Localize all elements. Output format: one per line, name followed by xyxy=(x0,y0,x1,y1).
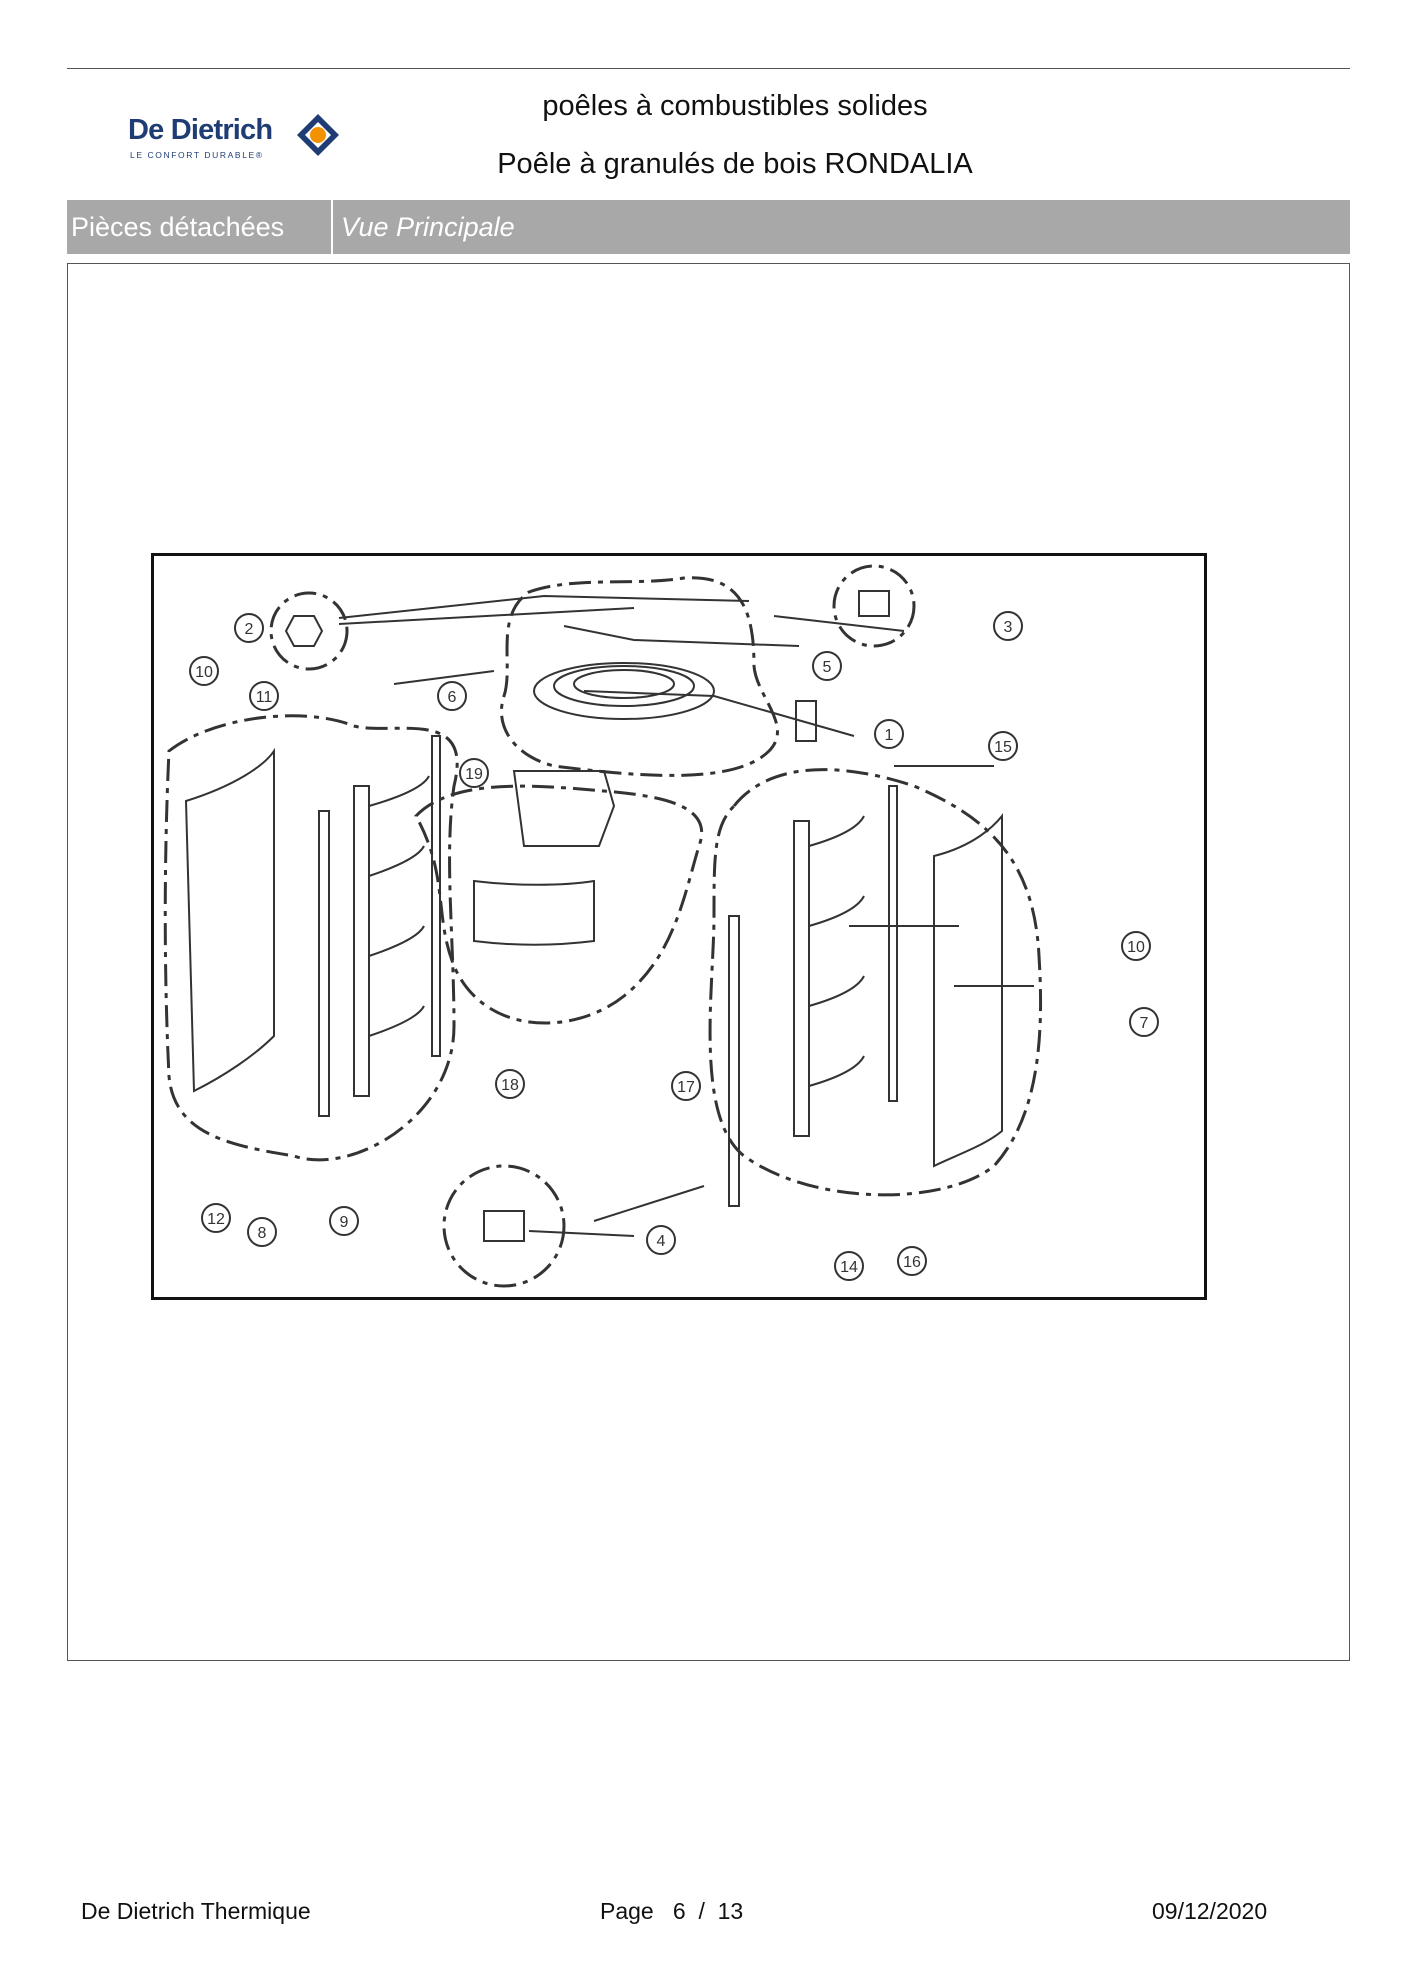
page-current: 6 xyxy=(672,1898,686,1924)
footer-company: De Dietrich Thermique xyxy=(81,1898,311,1924)
page-separator: / xyxy=(698,1898,705,1924)
panel-left-frame xyxy=(353,785,370,1097)
logo-tagline: LE CONFORT DURABLE® xyxy=(130,150,264,160)
callout-label: 18 xyxy=(501,1077,519,1094)
callout-10-right: 10 xyxy=(1121,931,1151,961)
callout-label: 10 xyxy=(195,664,213,681)
callout-label: 14 xyxy=(840,1259,858,1276)
door-part-19 xyxy=(512,770,616,847)
header-rule xyxy=(67,68,1350,69)
callout-5: 5 xyxy=(812,651,842,681)
callout-label: 5 xyxy=(823,659,832,676)
callout-label: 15 xyxy=(994,739,1012,756)
exploded-view-svg: 1 2 3 4 5 6 7 8 9 10 10 11 12 14 15 16 1… xyxy=(163,564,1159,1288)
callout-label: 16 xyxy=(903,1254,921,1271)
detail-circle-2 xyxy=(269,591,349,671)
panel-right-frame xyxy=(793,820,810,1137)
callout-14: 14 xyxy=(834,1251,864,1281)
group-outline-middle xyxy=(414,784,704,1025)
pin-part-1 xyxy=(795,700,817,742)
callout-label: 7 xyxy=(1140,1015,1149,1032)
callout-15: 15 xyxy=(988,731,1018,761)
callout-6: 6 xyxy=(437,681,467,711)
callout-2: 2 xyxy=(234,613,264,643)
page-label: Page xyxy=(600,1898,654,1924)
exploded-parts-drawing: 1 2 3 4 5 6 7 8 9 10 10 11 12 14 15 16 1… xyxy=(151,553,1207,1300)
section-bar: Pièces détachées Vue Principale xyxy=(67,200,1350,254)
callout-label: 9 xyxy=(340,1214,349,1231)
panel-left-9 xyxy=(318,810,330,1117)
panel-right-15 xyxy=(888,785,898,1102)
callout-11: 11 xyxy=(249,681,279,711)
detail-circle-3 xyxy=(832,564,916,648)
callout-label: 2 xyxy=(245,621,254,638)
callout-label: 3 xyxy=(1004,619,1013,636)
section-label: Pièces détachées xyxy=(67,200,333,254)
callout-18: 18 xyxy=(495,1069,525,1099)
detail-circle-4 xyxy=(442,1164,566,1288)
logo-brand-text: De Dietrich xyxy=(128,114,273,146)
callout-label: 4 xyxy=(657,1233,666,1250)
callout-8: 8 xyxy=(247,1217,277,1247)
callout-9: 9 xyxy=(329,1206,359,1236)
callout-label: 12 xyxy=(207,1211,225,1228)
callout-7: 7 xyxy=(1129,1007,1159,1037)
callout-label: 17 xyxy=(677,1079,695,1096)
group-outline-top xyxy=(499,576,779,777)
panel-left-11 xyxy=(431,735,441,1057)
callout-label: 1 xyxy=(885,727,894,744)
group-outline-right xyxy=(708,768,1043,1197)
panel-left-10 xyxy=(184,747,275,1093)
panel-right-14 xyxy=(728,915,740,1207)
document-category: poêles à combustibles solides xyxy=(542,90,928,122)
callout-10-left: 10 xyxy=(189,656,219,686)
stove-top-plate xyxy=(533,662,715,720)
callout-label: 11 xyxy=(256,689,273,706)
document-title: Poêle à granulés de bois RONDALIA xyxy=(497,148,973,180)
callout-1: 1 xyxy=(874,719,904,749)
callout-19: 19 xyxy=(459,758,489,788)
brand-logo: De Dietrich LE CONFORT DURABLE® xyxy=(125,108,355,168)
callout-3: 3 xyxy=(993,611,1023,641)
callout-label: 19 xyxy=(465,766,483,783)
logo-diamond-icon xyxy=(297,114,339,156)
callout-label: 8 xyxy=(258,1225,267,1242)
footer-page-number: Page 6 / 13 xyxy=(600,1898,743,1925)
callouts: 1 2 3 4 5 6 7 8 9 10 10 11 12 14 15 16 1… xyxy=(189,611,1159,1281)
footer-date: 09/12/2020 xyxy=(1152,1898,1268,1924)
glass-part-18 xyxy=(473,879,595,946)
callout-4: 4 xyxy=(646,1225,676,1255)
callout-17: 17 xyxy=(671,1071,701,1101)
content-frame xyxy=(67,263,1350,1661)
group-outline-left xyxy=(163,714,459,1162)
spring-part-4 xyxy=(483,1210,525,1242)
section-view-name: Vue Principale xyxy=(341,212,515,242)
nut-part-2 xyxy=(284,615,324,647)
panel-right-10 xyxy=(933,813,1003,1168)
callout-16: 16 xyxy=(897,1246,927,1276)
callout-label: 6 xyxy=(448,689,457,706)
bolt-part-3 xyxy=(858,590,890,617)
callout-label: 10 xyxy=(1127,939,1145,956)
page-total: 13 xyxy=(717,1898,744,1924)
callout-12: 12 xyxy=(201,1203,231,1233)
